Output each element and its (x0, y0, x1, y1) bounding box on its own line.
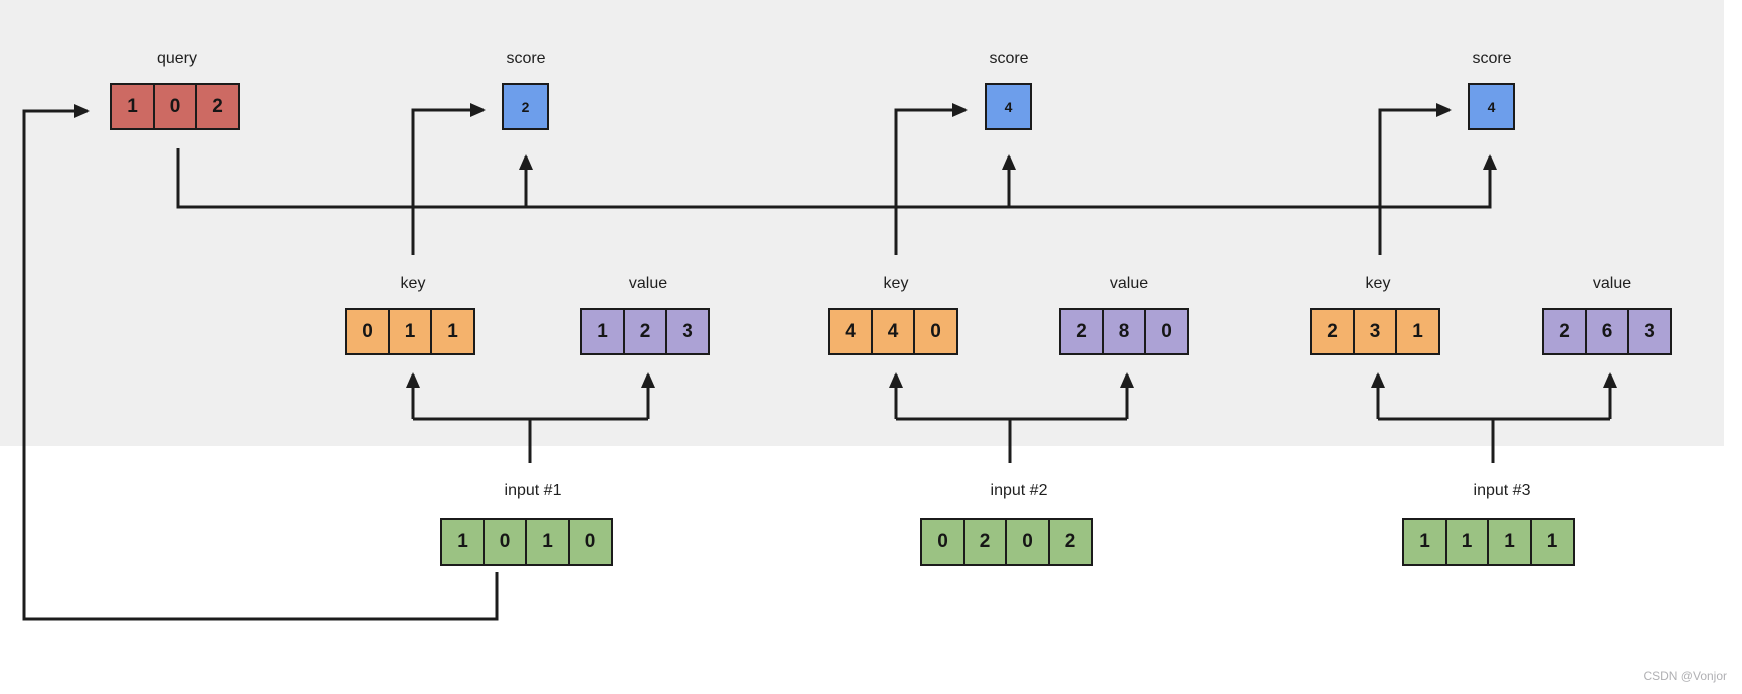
key1-cell: 0 (345, 308, 390, 355)
score2-box: 4 (985, 83, 1032, 130)
arrow-key3-to-score3 (1378, 103, 1452, 255)
arrow-query-bus-to-score3 (176, 148, 1497, 209)
query-cell: 0 (152, 83, 198, 130)
key1-label: key (400, 275, 426, 292)
arrow-key2-to-score2 (894, 103, 968, 255)
value1-cell: 3 (665, 308, 710, 355)
value3-cell: 6 (1584, 308, 1630, 355)
input2-cell: 2 (1047, 518, 1093, 566)
key3-cell: 3 (1352, 308, 1398, 355)
score3-label: score (1472, 50, 1512, 67)
input3-label: input #3 (1473, 482, 1531, 499)
value1-label: value (628, 275, 668, 292)
value2-vector: 2 8 0 (1059, 308, 1189, 355)
key2-vector: 4 4 0 (828, 308, 958, 355)
key3-vector: 2 3 1 (1310, 308, 1440, 355)
key3-cell: 1 (1395, 308, 1440, 355)
key2-label: key (883, 275, 909, 292)
value3-cell: 2 (1542, 308, 1587, 355)
value1-cell: 2 (622, 308, 668, 355)
watermark: CSDN @Vonjor (1643, 669, 1727, 683)
value1-cell: 1 (580, 308, 625, 355)
value2-cell: 8 (1101, 308, 1147, 355)
input1-label: input #1 (504, 482, 562, 499)
key1-cell: 1 (387, 308, 433, 355)
input2-cell: 0 (1005, 518, 1050, 566)
diagram-background (0, 0, 1724, 446)
score3-box: 4 (1468, 83, 1515, 130)
input3-cell: 1 (1487, 518, 1532, 566)
input3-cell: 1 (1402, 518, 1447, 566)
query-vector: 1 0 2 (110, 83, 240, 130)
input3-cell: 1 (1529, 518, 1575, 566)
input2-label: input #2 (990, 482, 1048, 499)
input2-cell: 2 (962, 518, 1008, 566)
key2-cell: 4 (870, 308, 916, 355)
value2-cell: 2 (1059, 308, 1104, 355)
input3-cell: 1 (1444, 518, 1490, 566)
score2-label: score (989, 50, 1029, 67)
key3-cell: 2 (1310, 308, 1355, 355)
value2-label: value (1109, 275, 1149, 292)
query-cell: 2 (195, 83, 240, 130)
key2-cell: 4 (828, 308, 873, 355)
input2-cell: 0 (920, 518, 965, 566)
score1-cell: 2 (502, 83, 549, 130)
key3-label: key (1365, 275, 1391, 292)
input2-vector: 0 2 0 2 (920, 518, 1093, 566)
score1-label: score (506, 50, 546, 67)
query-cell: 1 (110, 83, 155, 130)
arrow-input1-to-query (22, 104, 499, 621)
input1-cell: 1 (440, 518, 485, 566)
input1-cell: 1 (525, 518, 570, 566)
key1-vector: 0 1 1 (345, 308, 475, 355)
value3-cell: 3 (1627, 308, 1672, 355)
value3-label: value (1592, 275, 1632, 292)
score1-box: 2 (502, 83, 549, 130)
key1-cell: 1 (430, 308, 475, 355)
value1-vector: 1 2 3 (580, 308, 710, 355)
value2-cell: 0 (1144, 308, 1189, 355)
value3-vector: 2 6 3 (1542, 308, 1672, 355)
key2-cell: 0 (913, 308, 958, 355)
input1-vector: 1 0 1 0 (440, 518, 613, 566)
score3-cell: 4 (1468, 83, 1515, 130)
input1-cell: 0 (567, 518, 613, 566)
input3-vector: 1 1 1 1 (1402, 518, 1575, 566)
score2-cell: 4 (985, 83, 1032, 130)
arrow-key1-to-score1 (411, 103, 486, 255)
input1-cell: 0 (482, 518, 528, 566)
query-label: query (156, 50, 198, 67)
